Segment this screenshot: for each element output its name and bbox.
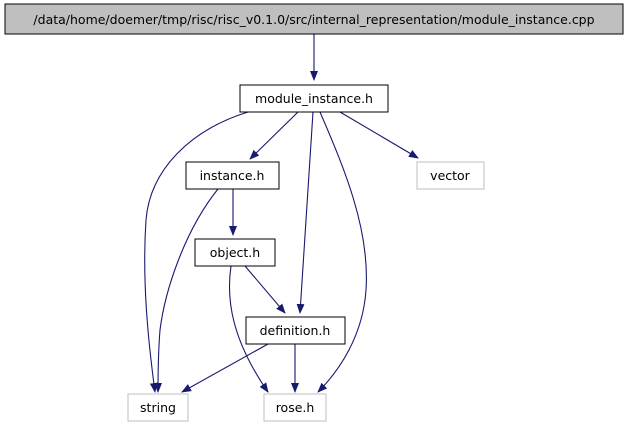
edge-instance-h-to-string	[154, 188, 219, 393]
node-object-h[interactable]: object.h	[194, 238, 276, 267]
edges	[144, 34, 419, 393]
node-vector: vector	[416, 161, 485, 190]
edge-module-instance-h-to-definition-h	[296, 111, 314, 314]
edge-module-instance-h-to-string	[144, 111, 249, 393]
node-rose-h-label: rose.h	[276, 400, 315, 415]
node-string-label: string	[140, 400, 176, 415]
node-root-file-label: /data/home/doemer/tmp/risc/risc_v0.1.0/s…	[33, 12, 594, 27]
edge-definition-h-to-string	[181, 343, 269, 393]
edge-module-instance-h-to-instance-h	[249, 111, 299, 160]
node-string: string	[127, 393, 189, 422]
edge-object-h-to-definition-h	[244, 265, 286, 314]
node-rose-h: rose.h	[263, 393, 327, 422]
edge-module-instance-h-to-rose-h	[317, 111, 367, 393]
node-instance-h-label: instance.h	[200, 168, 265, 183]
node-definition-h-label: definition.h	[260, 323, 331, 338]
node-object-h-label: object.h	[210, 245, 260, 260]
node-module-instance-h-label: module_instance.h	[255, 91, 373, 106]
edge-module-instance-h-to-vector	[339, 111, 419, 159]
node-vector-label: vector	[430, 168, 471, 183]
node-definition-h[interactable]: definition.h	[245, 316, 346, 345]
node-module-instance-h[interactable]: module_instance.h	[239, 84, 389, 113]
node-instance-h[interactable]: instance.h	[185, 161, 280, 190]
edge-object-h-to-rose-h	[228, 265, 269, 393]
node-root-file[interactable]: /data/home/doemer/tmp/risc/risc_v0.1.0/s…	[4, 3, 624, 35]
